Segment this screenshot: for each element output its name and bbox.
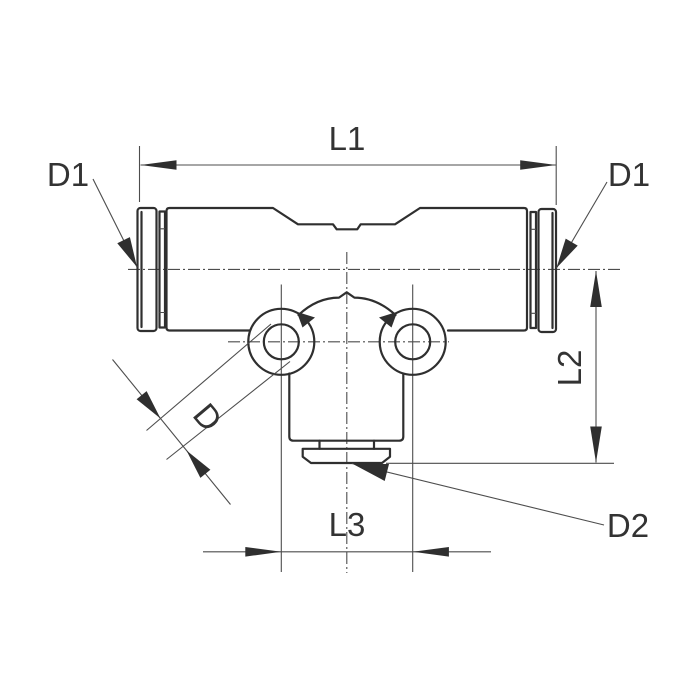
- d1-right-label: D1: [608, 156, 650, 193]
- l3-arrowhead-left: [245, 547, 282, 557]
- left-end-cap: [136, 206, 158, 333]
- left-release-collar: [158, 210, 167, 329]
- right-end-cap: [537, 207, 558, 334]
- right-port-bore-circle: [394, 323, 432, 361]
- right-collar-step-lines: [530, 228, 536, 314]
- d-dimension-line: [112, 359, 231, 505]
- d1-right-leader-arrowhead: [556, 238, 578, 268]
- right-release-collar: [529, 210, 538, 330]
- left-web-fillet: [296, 311, 315, 328]
- body-outline: [165, 206, 529, 332]
- d-arrowhead-upper: [136, 391, 161, 419]
- left-port-bore-circle: [262, 323, 300, 361]
- outlet-neck-lines: [318, 439, 376, 450]
- right-web-fillet: [379, 311, 398, 328]
- port-dome-outline: [297, 291, 397, 317]
- l1-arrowhead-left: [140, 160, 177, 170]
- outlet-flange-outline: [301, 447, 392, 465]
- l3-label: L3: [329, 506, 366, 543]
- d2-leader-line: [351, 462, 605, 526]
- d-arrowhead-lower: [186, 450, 211, 478]
- l1-arrowhead-right: [520, 160, 557, 170]
- l3-arrowhead-right: [412, 547, 449, 557]
- d-tangent-line-upper: [146, 323, 272, 431]
- d-tangent-line-lower: [166, 361, 291, 460]
- l2-arrowhead-bottom: [590, 426, 602, 463]
- left-port-outer-circle: [247, 307, 316, 376]
- d1-left-label: D1: [47, 156, 89, 193]
- d1-left-leader-arrowhead: [117, 237, 137, 267]
- d2-leader-arrowhead: [352, 463, 390, 481]
- l2-label: L2: [551, 350, 588, 387]
- l1-label: L1: [329, 120, 366, 157]
- right-port-outer-circle: [378, 307, 447, 376]
- l2-arrowhead-top: [590, 271, 602, 307]
- left-collar-step-lines: [159, 228, 165, 314]
- d2-label: D2: [607, 507, 649, 544]
- branch-stem-outline: [288, 372, 405, 442]
- d-label: D: [186, 396, 230, 438]
